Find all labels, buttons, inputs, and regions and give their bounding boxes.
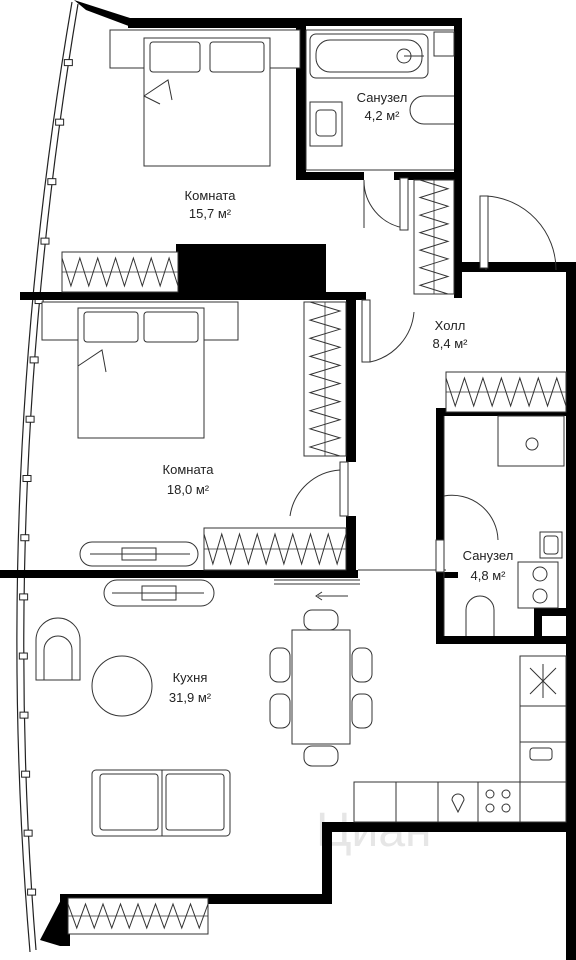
bathroom1-name: Санузел xyxy=(357,90,408,105)
bedroom2-furniture xyxy=(41,301,239,567)
room-labels: Комната 15,7 м² Санузел 4,2 м² Холл 8,4 … xyxy=(163,90,514,705)
bathroom2-name: Санузел xyxy=(463,548,514,563)
bathroom2-fixtures xyxy=(465,415,565,636)
bedroom1-area: 15,7 м² xyxy=(189,206,232,221)
bathroom1-fixtures xyxy=(309,33,454,147)
hall-area: 8,4 м² xyxy=(433,336,469,351)
bedroom2-area: 18,0 м² xyxy=(167,482,210,497)
kitchen-furniture xyxy=(35,579,567,837)
bedroom1-furniture xyxy=(109,29,301,167)
facade xyxy=(16,1,79,953)
kitchen-name: Кухня xyxy=(173,670,208,685)
hall-name: Холл xyxy=(435,318,466,333)
bathroom1-area: 4,2 м² xyxy=(365,108,401,123)
bedroom1-name: Комната xyxy=(185,188,237,203)
doors xyxy=(274,177,557,601)
wardrobes xyxy=(61,179,567,935)
bathroom2-area: 4,8 м² xyxy=(471,568,507,583)
bedroom2-name: Комната xyxy=(163,462,215,477)
kitchen-area: 31,9 м² xyxy=(169,690,212,705)
